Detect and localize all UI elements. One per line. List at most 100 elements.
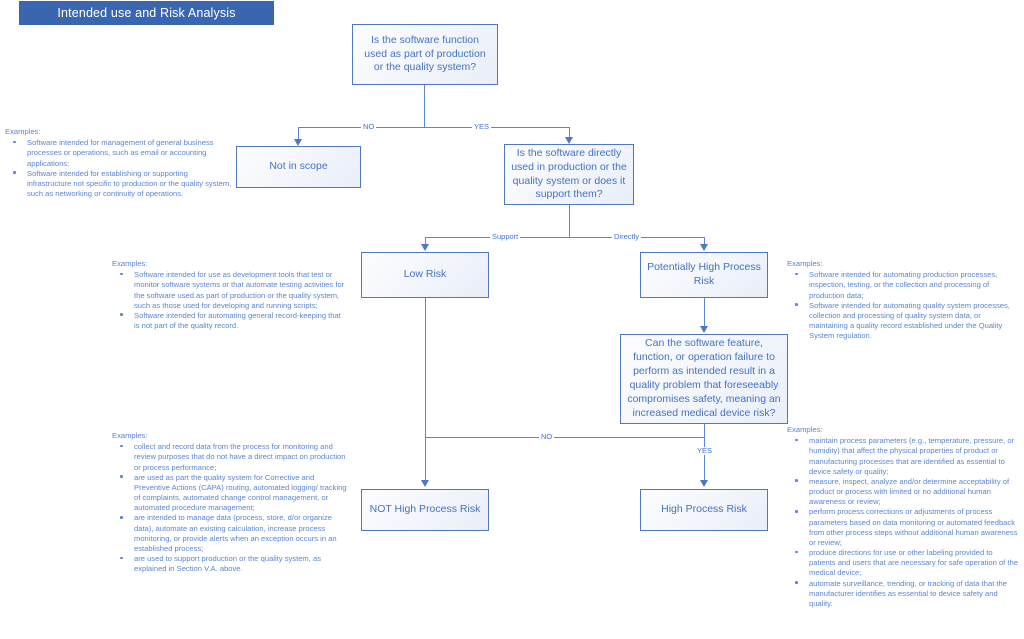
connector-support-drop: [425, 237, 426, 245]
list-item: are intended to manage data (process, st…: [112, 513, 350, 554]
page-title: Intended use and Risk Analysis: [57, 6, 236, 20]
list-item-text: Software intended for use as development…: [134, 270, 345, 310]
connector-q1-stem: [424, 85, 425, 127]
list-item: are used to support production or the qu…: [112, 554, 350, 574]
connector-q1-yes-drop: [569, 127, 570, 139]
examples-not-high-heading: Examples:: [112, 431, 148, 440]
examples-high: Examples: maintain process parameters (e…: [787, 425, 1021, 609]
arrow-q1-no: [293, 139, 302, 146]
list-item-text: produce directions for use or other labe…: [809, 548, 1018, 578]
examples-high-list: maintain process parameters (e.g., tempe…: [787, 436, 1021, 609]
list-item-text: automate surveillance, trending, or trac…: [809, 578, 1007, 608]
outcome-node-not-high[interactable]: NOT High Process Risk: [361, 489, 489, 531]
list-item: produce directions for use or other labe…: [787, 548, 1021, 579]
list-item: collect and record data from the process…: [112, 442, 350, 473]
examples-low-risk: Examples: Software intended for use as d…: [112, 259, 347, 331]
connector-q2-stem: [569, 205, 570, 237]
outcome-node-low-risk-label: Low Risk: [403, 268, 447, 281]
connector-pothigh-to-q3: [704, 298, 705, 327]
bullet-icon: [795, 272, 798, 276]
decision-node-q2[interactable]: Is the software directly used in product…: [504, 144, 634, 205]
list-item-text: Software intended for establishing or su…: [27, 168, 232, 199]
outcome-node-potentially-high-label: Potentially High Process Risk: [647, 261, 761, 287]
bullet-icon: [795, 509, 798, 513]
connector-yes-bottom-drop: [704, 437, 705, 481]
decision-node-q2-label: Is the software directly used in product…: [511, 146, 627, 201]
edge-label-no-top: NO: [361, 122, 377, 131]
list-item: perform process corrections or adjustmen…: [787, 507, 1021, 548]
examples-potentially-high-list: Software intended for automating product…: [787, 270, 1021, 341]
examples-not-high-list: collect and record data from the process…: [112, 442, 350, 574]
page-title-banner: Intended use and Risk Analysis: [19, 1, 274, 25]
examples-high-heading: Examples:: [787, 425, 823, 434]
bullet-icon: [120, 313, 123, 317]
examples-not-in-scope-heading: Examples:: [5, 127, 41, 136]
list-item: Software intended for establishing or su…: [5, 169, 233, 200]
decision-node-q3[interactable]: Can the software feature, function, or o…: [620, 334, 788, 424]
list-item: Software intended for management of gene…: [5, 138, 233, 169]
examples-not-high: Examples: collect and record data from t…: [112, 431, 350, 574]
outcome-node-high[interactable]: High Process Risk: [640, 489, 768, 531]
bullet-icon: [795, 581, 798, 584]
arrow-directly: [699, 244, 708, 251]
list-item-text: perform process corrections or adjustmen…: [809, 507, 1018, 547]
list-item-text: Software intended for automating product…: [809, 270, 998, 300]
bullet-icon: [120, 444, 123, 448]
connector-directly-drop: [704, 237, 705, 245]
connector-not-high-drop: [425, 437, 426, 481]
list-item-text: maintain process parameters (e.g., tempe…: [809, 436, 1015, 476]
bullet-icon: [120, 556, 123, 560]
bullet-icon: [795, 479, 798, 483]
bullet-icon: [795, 438, 798, 442]
arrow-high: [699, 480, 708, 487]
decision-node-q3-label: Can the software feature, function, or o…: [627, 337, 781, 419]
examples-low-risk-list: Software intended for use as development…: [112, 270, 347, 331]
bullet-icon: [13, 140, 16, 144]
list-item: Software intended for use as development…: [112, 270, 347, 311]
decision-node-q1[interactable]: Is the software function used as part of…: [352, 24, 498, 85]
list-item: are used as part the quality system for …: [112, 473, 350, 514]
list-item-text: measure, inspect, analyze and/or determi…: [809, 476, 1010, 507]
connector-lowrisk-stem: [425, 298, 426, 437]
arrow-pothigh-to-q3: [699, 326, 708, 333]
arrow-q1-yes: [564, 137, 573, 144]
examples-low-risk-heading: Examples:: [112, 259, 148, 268]
list-item-text: Software intended for automating quality…: [809, 300, 1010, 341]
list-item-text: Software intended for automating general…: [134, 310, 341, 331]
arrow-support: [420, 244, 429, 251]
examples-potentially-high-heading: Examples:: [787, 259, 823, 268]
outcome-node-low-risk[interactable]: Low Risk: [361, 252, 489, 298]
edge-label-yes-bottom: YES: [695, 446, 715, 455]
edge-label-directly: Directly: [612, 232, 642, 241]
list-item-text: collect and record data from the process…: [134, 442, 346, 472]
list-item: Software intended for automating quality…: [787, 301, 1021, 342]
list-item-text: are used as part the quality system for …: [134, 472, 347, 513]
outcome-node-potentially-high[interactable]: Potentially High Process Risk: [640, 252, 768, 298]
arrow-not-high: [420, 480, 429, 487]
edge-label-support: Support: [490, 232, 521, 241]
connector-no-bottom-horizontal: [425, 437, 704, 438]
examples-potentially-high: Examples: Software intended for automati…: [787, 259, 1021, 341]
bullet-icon: [795, 550, 798, 554]
examples-not-in-scope: Examples: Software intended for manageme…: [5, 127, 233, 199]
bullet-icon: [795, 303, 798, 306]
list-item: automate surveillance, trending, or trac…: [787, 579, 1021, 610]
list-item: Software intended for automating product…: [787, 270, 1021, 301]
connector-q1-yes-horizontal: [424, 127, 569, 128]
bullet-icon: [120, 475, 123, 478]
list-item-text: are used to support production or the qu…: [134, 554, 321, 574]
outcome-node-high-label: High Process Risk: [661, 503, 747, 516]
edge-label-no-bottom: NO: [539, 432, 555, 441]
list-item: maintain process parameters (e.g., tempe…: [787, 436, 1021, 477]
list-item-text: are intended to manage data (process, st…: [134, 513, 337, 553]
decision-node-q1-label: Is the software function used as part of…: [364, 33, 486, 74]
connector-q1-no-drop: [298, 127, 299, 141]
bullet-icon: [13, 171, 16, 174]
terminal-node-not-in-scope-label: Not in scope: [269, 160, 328, 173]
bullet-icon: [120, 272, 123, 276]
list-item: Software intended for automating general…: [112, 311, 347, 331]
bullet-icon: [120, 515, 123, 519]
edge-label-yes-top: YES: [472, 122, 492, 131]
connector-q3-stem: [704, 424, 705, 437]
terminal-node-not-in-scope[interactable]: Not in scope: [236, 146, 361, 188]
